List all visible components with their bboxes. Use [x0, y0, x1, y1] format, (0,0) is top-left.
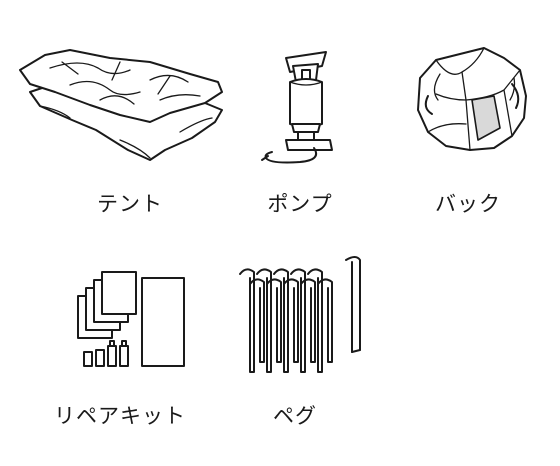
- peg-label: ペグ: [273, 404, 317, 428]
- peg-stake: [273, 268, 289, 373]
- tent-label: テント: [97, 192, 163, 216]
- peg-stake: [239, 268, 255, 373]
- peg-stake: [283, 278, 299, 363]
- peg-stake: [266, 278, 282, 363]
- repair-kit-label: リペアキット: [54, 404, 186, 428]
- pump-label: ポンプ: [267, 192, 333, 216]
- peg-stake: [256, 268, 272, 373]
- peg-stake: [317, 278, 333, 363]
- peg-stake: [249, 278, 265, 363]
- bag-label: バック: [435, 192, 501, 216]
- peg-stake: [290, 268, 306, 373]
- peg-stake: [300, 278, 316, 363]
- peg-stake: [307, 268, 323, 373]
